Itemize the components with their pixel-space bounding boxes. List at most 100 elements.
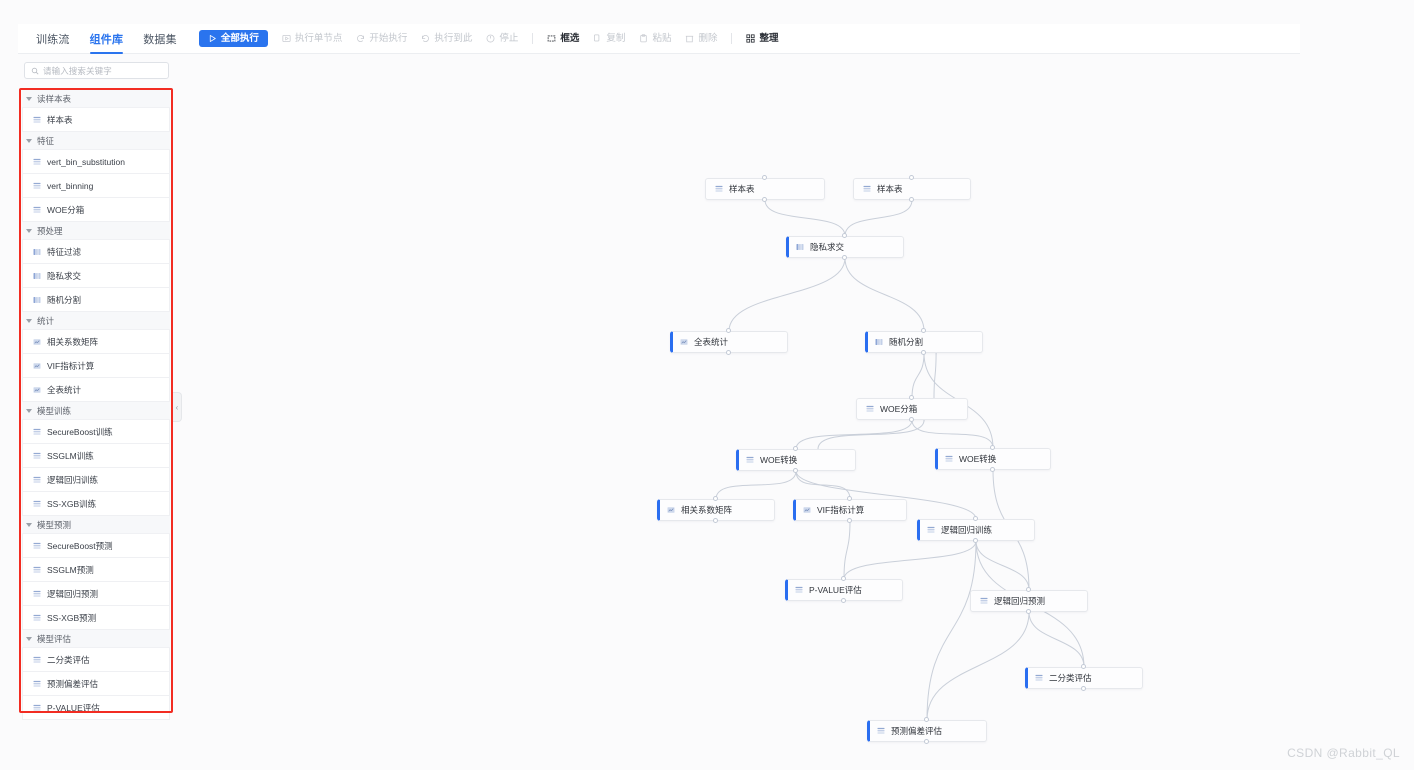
component-group-header[interactable]: 特征	[22, 132, 170, 150]
component-item[interactable]: 隐私求交	[22, 264, 170, 288]
toolbar-play-button[interactable]: 全部执行	[198, 29, 268, 48]
table-icon	[945, 455, 953, 462]
toolbar-step-node-button[interactable]: 执行单节点	[275, 31, 350, 47]
component-group-header[interactable]: 模型评估	[22, 630, 170, 648]
node-port-out[interactable]	[973, 538, 978, 543]
component-item-label: 二分类评估	[47, 654, 90, 665]
node-port-in[interactable]	[909, 395, 914, 400]
component-item-label: SecureBoost训练	[47, 426, 113, 437]
node-port-out[interactable]	[726, 350, 731, 355]
tab-1[interactable]: 组件库	[89, 26, 124, 54]
node-port-out[interactable]	[793, 468, 798, 473]
component-item[interactable]: vert_binning	[22, 174, 170, 198]
workflow-node-label: 随机分割	[889, 337, 924, 347]
tab-2[interactable]: 数据集	[143, 33, 177, 46]
table-icon	[33, 680, 41, 687]
node-port-out[interactable]	[762, 197, 767, 202]
panel-collapse-handle[interactable]: ‹	[173, 392, 182, 422]
toolbar-trash-button[interactable]: 删除	[678, 31, 724, 47]
node-port-in[interactable]	[842, 233, 847, 238]
node-port-out[interactable]	[909, 417, 914, 422]
workflow-node-label: P-VALUE评估	[809, 585, 862, 595]
component-item-label: 相关系数矩阵	[47, 336, 99, 347]
node-port-in[interactable]	[713, 496, 718, 501]
component-item[interactable]: 全表统计	[22, 378, 170, 402]
node-port-in[interactable]	[847, 496, 852, 501]
component-item-label: 逻辑回归训练	[47, 474, 99, 485]
component-item[interactable]: SSGLM预测	[22, 558, 170, 582]
component-item[interactable]: SS-XGB预测	[22, 606, 170, 630]
node-port-out[interactable]	[924, 739, 929, 744]
toolbar-button-label: 删除	[698, 32, 718, 44]
toolbar-run-to-here-button[interactable]: 执行到此	[414, 31, 479, 47]
component-item[interactable]: SecureBoost预测	[22, 534, 170, 558]
component-item-label: 随机分割	[47, 294, 82, 305]
preprocess-icon	[875, 339, 883, 345]
workflow-edge	[795, 470, 851, 500]
node-port-in[interactable]	[793, 446, 798, 451]
workflow-node-label: 逻辑回归预测	[994, 596, 1046, 606]
node-port-out[interactable]	[713, 518, 718, 523]
component-item[interactable]: SSGLM训练	[22, 444, 170, 468]
tab-0[interactable]: 训练流	[36, 33, 70, 46]
component-item[interactable]: WOE分箱	[22, 198, 170, 222]
table-icon	[866, 405, 874, 412]
toolbar-paste-button[interactable]: 粘贴	[632, 31, 678, 47]
table-icon	[33, 566, 41, 573]
component-item[interactable]: VIF指标计算	[22, 354, 170, 378]
component-item[interactable]: 样本表	[22, 108, 170, 132]
node-port-out[interactable]	[847, 518, 852, 523]
node-port-in[interactable]	[1081, 664, 1086, 669]
node-port-in[interactable]	[924, 717, 929, 722]
table-icon	[980, 597, 988, 604]
preprocess-icon	[33, 296, 41, 303]
component-item[interactable]: SS-XGB训练	[22, 492, 170, 516]
component-group-header[interactable]: 读样本表	[22, 90, 170, 108]
component-item[interactable]: 特征过滤	[22, 240, 170, 264]
component-item[interactable]: 二分类评估	[22, 648, 170, 672]
node-port-out[interactable]	[909, 197, 914, 202]
node-port-out[interactable]	[842, 255, 847, 260]
component-item[interactable]: 相关系数矩阵	[22, 330, 170, 354]
node-port-out[interactable]	[990, 467, 995, 472]
chevron-down-icon	[26, 408, 32, 413]
node-port-in[interactable]	[990, 445, 995, 450]
node-port-out[interactable]	[1081, 686, 1086, 691]
node-port-in[interactable]	[973, 516, 978, 521]
component-item[interactable]: 随机分割	[22, 288, 170, 312]
toolbar-auto-layout-button[interactable]: 整理	[739, 31, 785, 47]
component-item[interactable]: 预测偏差评估	[22, 672, 170, 696]
component-item[interactable]: 逻辑回归预测	[22, 582, 170, 606]
search-input[interactable]: 请输入搜索关键字	[24, 62, 169, 79]
component-group-title: 读样本表	[37, 93, 72, 104]
workflow-node-label: WOE分箱	[880, 404, 918, 414]
node-port-in[interactable]	[909, 175, 914, 180]
node-port-in[interactable]	[921, 328, 926, 333]
table-icon	[33, 182, 41, 189]
toolbar-button-label: 执行单节点	[294, 32, 343, 44]
component-item[interactable]: SecureBoost训练	[22, 420, 170, 444]
node-port-in[interactable]	[762, 175, 767, 180]
component-item[interactable]: P-VALUE评估	[22, 696, 170, 720]
component-group-header[interactable]: 预处理	[22, 222, 170, 240]
toolbar-resume-button[interactable]: 开始执行	[349, 31, 414, 47]
component-group-header[interactable]: 模型训练	[22, 402, 170, 420]
toolbar-marquee-select-button[interactable]: 框选	[540, 31, 586, 47]
node-port-in[interactable]	[841, 576, 846, 581]
toolbar-copy-button[interactable]: 复制	[586, 31, 632, 47]
component-item[interactable]: 逻辑回归训练	[22, 468, 170, 492]
node-port-in[interactable]	[1026, 587, 1031, 592]
toolbar-button-label: 粘贴	[652, 32, 672, 44]
toolbar-stop-button[interactable]: 停止	[479, 31, 525, 47]
component-group-header[interactable]: 统计	[22, 312, 170, 330]
chart-icon	[33, 338, 41, 345]
node-port-out[interactable]	[1026, 609, 1031, 614]
node-port-in[interactable]	[726, 328, 731, 333]
node-port-out[interactable]	[841, 598, 846, 603]
component-group-header[interactable]: 模型预测	[22, 516, 170, 534]
component-item-label: SSGLM训练	[47, 450, 94, 461]
table-icon	[795, 586, 803, 593]
component-item[interactable]: vert_bin_substitution	[22, 150, 170, 174]
node-port-out[interactable]	[921, 350, 926, 355]
